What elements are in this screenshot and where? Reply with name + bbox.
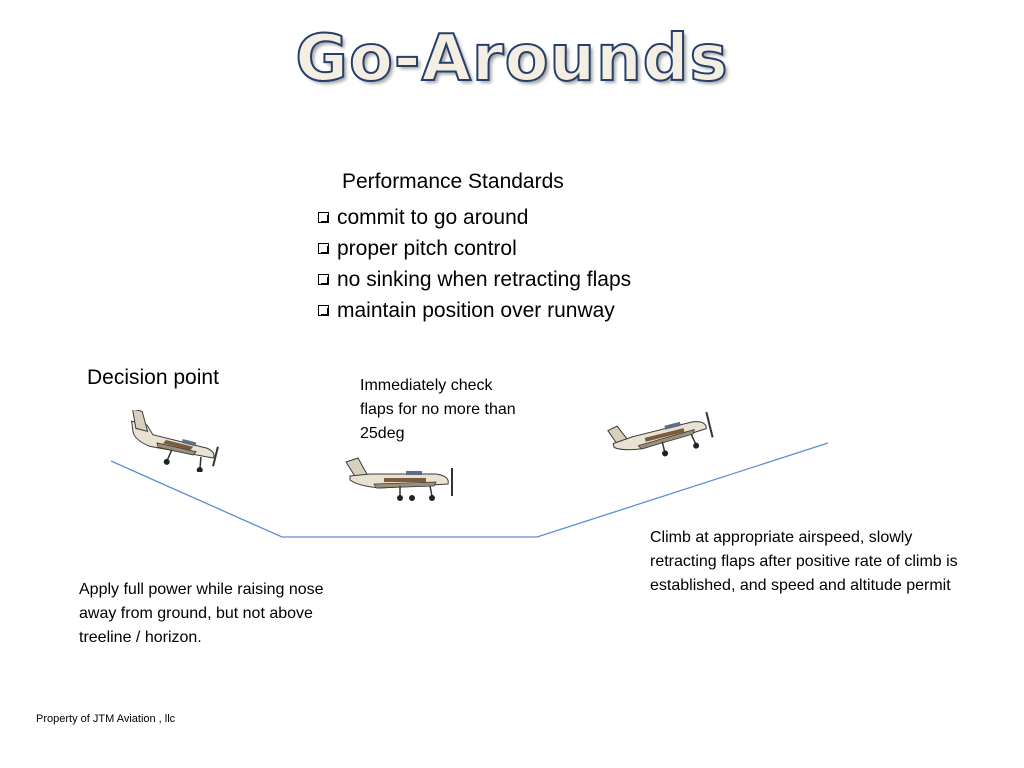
list-item: commit to go around: [318, 202, 631, 233]
airplane-icon: [345, 457, 453, 501]
checkbox-bullet-icon: [318, 212, 329, 223]
slide-title: Go-Arounds: [294, 21, 729, 97]
list-item: proper pitch control: [318, 233, 631, 264]
footer-text: Property of JTM Aviation , llc: [36, 713, 176, 725]
performance-standards-list: commit to go around proper pitch control…: [318, 202, 631, 326]
checkbox-bullet-icon: [318, 305, 329, 316]
list-item: maintain position over runway: [318, 295, 631, 326]
performance-standards-heading: Performance Standards: [342, 170, 564, 193]
checkbox-bullet-icon: [318, 274, 329, 285]
check-flaps-label: Immediately check flaps for no more than…: [360, 377, 516, 442]
airplane-icon: [607, 411, 714, 457]
apply-power-label: Apply full power while raising nose away…: [79, 581, 324, 646]
checkbox-bullet-icon: [318, 243, 329, 254]
airplane-icon: [130, 410, 219, 472]
decision-point-label: Decision point: [87, 366, 219, 389]
climb-label: Climb at appropriate airspeed, slowly re…: [650, 529, 958, 594]
list-item: no sinking when retracting flaps: [318, 264, 631, 295]
